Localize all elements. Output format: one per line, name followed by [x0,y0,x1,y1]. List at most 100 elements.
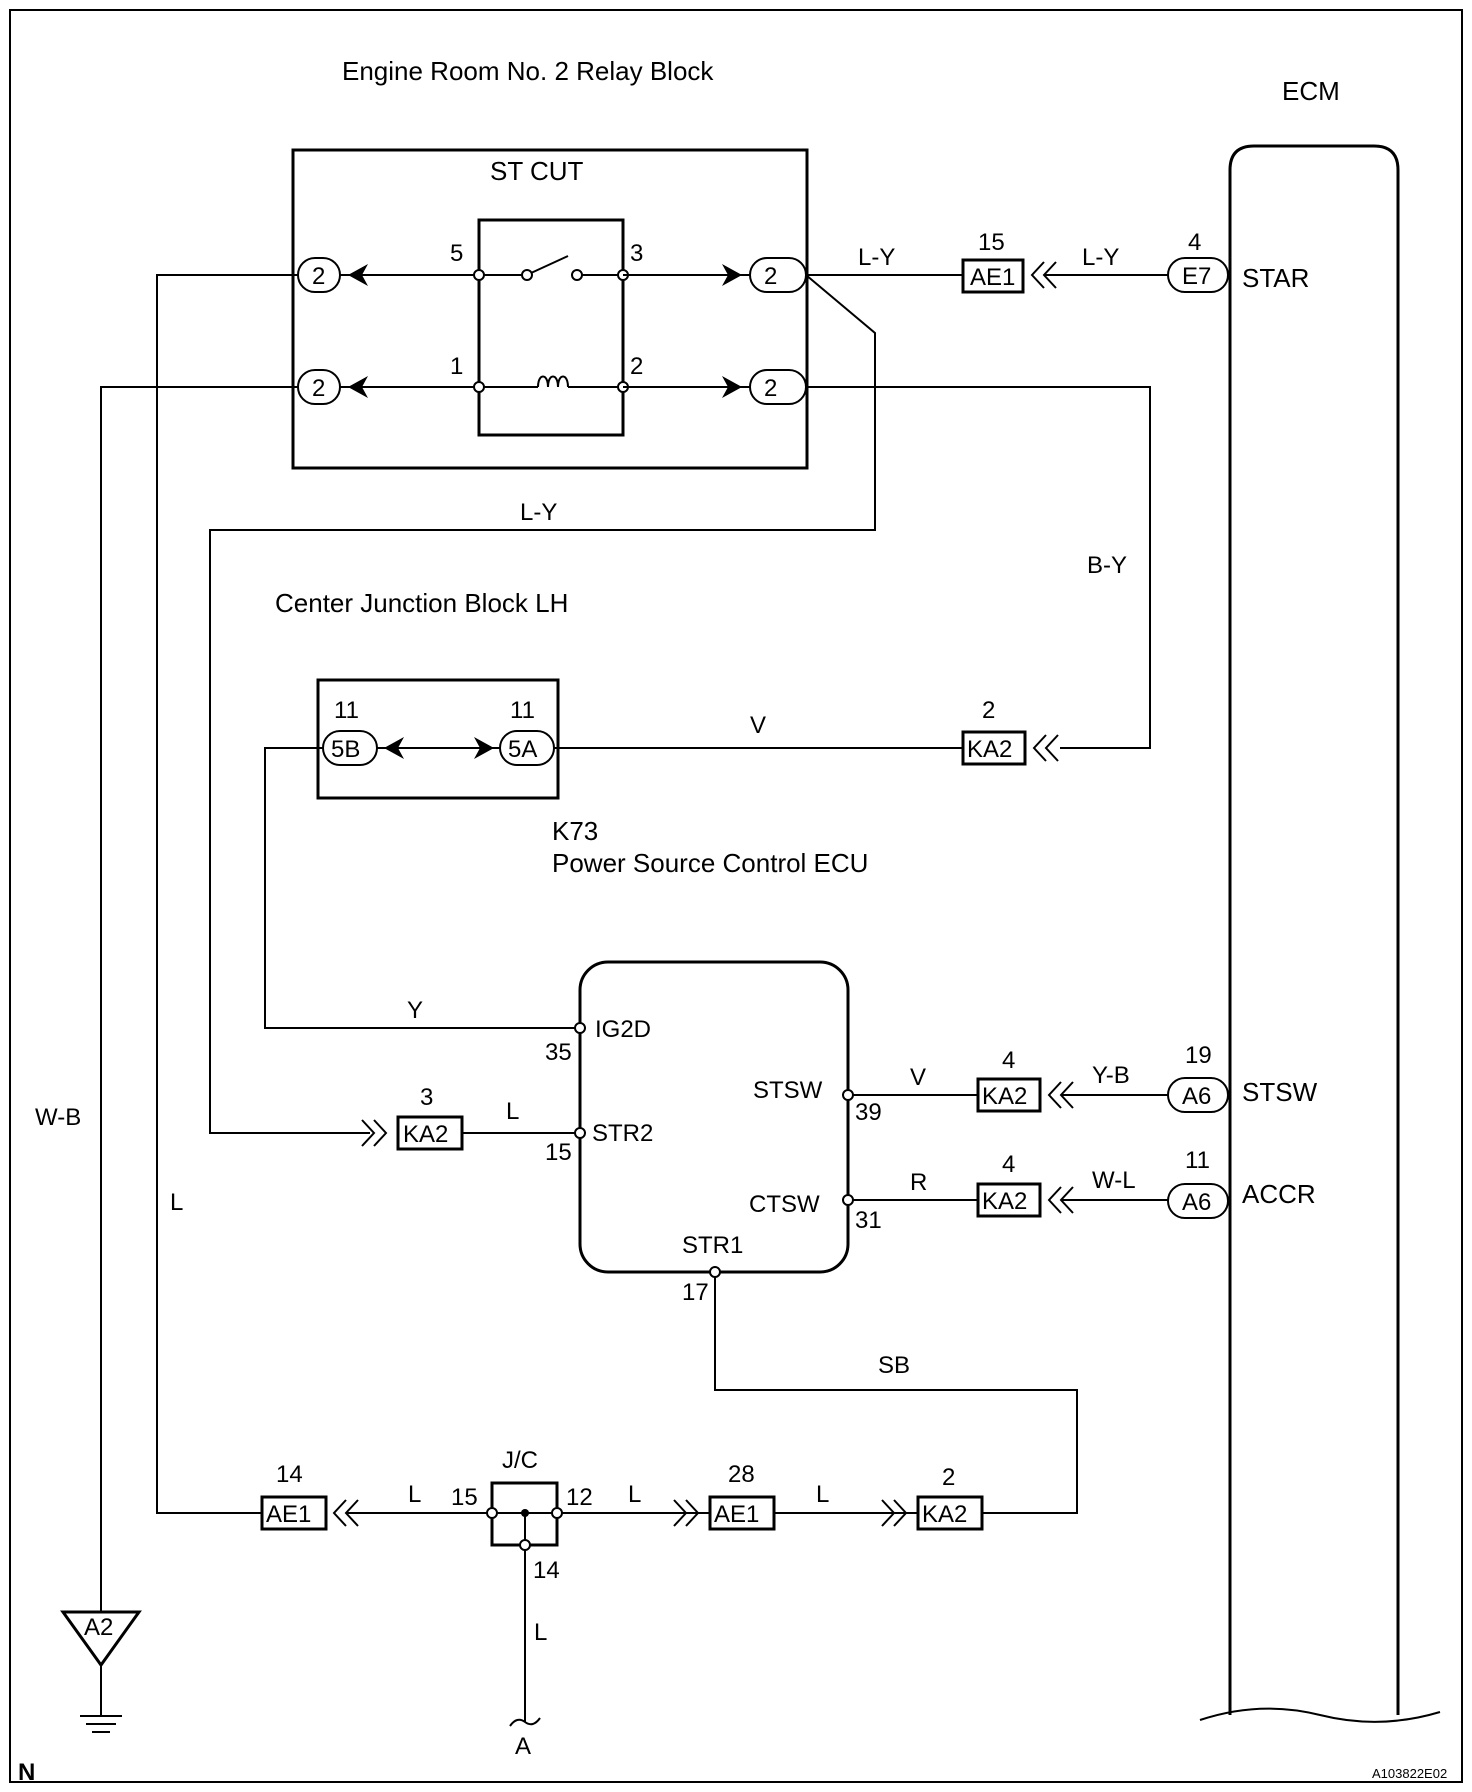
connector-ae1-mid-num: 28 [728,1461,755,1488]
break-tilde-icon [509,1717,541,1727]
open-chevron-ka2-str2-icon [361,1119,388,1147]
jc-node-left [486,1507,498,1519]
wire-v-stsw: V [910,1064,926,1091]
ecm-title: ECM [1282,76,1340,106]
relay-pin5-num: 5 [450,240,463,267]
figure-id: A103822E02 [1372,1766,1447,1781]
ecu-ig2d-num: 35 [545,1039,572,1066]
wire-ly-mid: L-Y [520,499,557,526]
ecu-ctsw-num: 31 [855,1207,882,1234]
wire-wl-ctsw: W-L [1092,1167,1136,1194]
connector-ka2-v-code: KA2 [967,736,1012,763]
connector-ka2-str2 [396,1115,464,1151]
wire-y [264,747,580,1029]
relay-inner-box [477,218,625,437]
ecu-pin-stsw [842,1089,854,1101]
relay-connector-bottom-right [749,369,807,405]
wire-y-label: Y [407,997,423,1024]
ecu-str1-num: 17 [682,1279,709,1306]
ecu-ctsw-label: CTSW [749,1191,820,1218]
wire-by [806,386,1151,749]
chevron-left-top-icon [348,264,368,286]
junction-chevron-left-icon [384,737,404,759]
wire-wb-label: W-B [35,1104,81,1131]
diagram-frame [9,9,1463,1783]
ecu-pin-ig2d [574,1022,586,1034]
ecu-str1-label: STR1 [682,1232,743,1259]
relay-block-title: Engine Room No. 2 Relay Block [342,56,714,86]
wire-sb [714,1277,1078,1514]
wire-l-jc-right: L [628,1481,641,1508]
open-chevron-ka2-bottom-icon [881,1499,908,1527]
connector-ka2-stsw-code: KA2 [982,1083,1027,1110]
connector-ae1-mid-code: AE1 [714,1501,759,1528]
connector-ka2-stsw-num: 4 [1002,1047,1015,1074]
junction-left-num: 11 [334,697,359,724]
wire-by-label: B-Y [1087,552,1127,579]
page-mark: N [18,1759,35,1786]
relay-connector-bottom-right-num: 2 [764,375,777,402]
ecm-accr-label: ACCR [1242,1179,1316,1209]
ecm-stsw-label: STSW [1242,1077,1318,1107]
wire-ly-branch [209,274,876,1134]
connector-ae1-top-code: AE1 [970,264,1015,291]
relay-pin1-num: 1 [450,353,463,380]
junction-block-box [316,678,560,800]
jc-junction-dot [521,1509,529,1517]
connector-ka2-ctsw-code: KA2 [982,1188,1027,1215]
junction-right-num: 11 [510,697,535,724]
wire-ly-top-left: L-Y [858,244,895,271]
switch-contact-left [521,269,533,281]
connector-ae1-left-num: 14 [276,1461,303,1488]
relay-block-box [291,148,809,470]
jc-pin-right: 12 [566,1484,593,1511]
open-chevron-ka2-v-icon [1032,734,1059,762]
relay-pin2-num: 2 [630,353,643,380]
jc-node-right [551,1507,563,1519]
ecm-body [1228,144,1400,1715]
wire-l-down: L [534,1619,547,1646]
connector-ka2-bottom [916,1495,984,1531]
relay-pin3-num: 3 [630,240,643,267]
ecu-pin-str2 [574,1127,586,1139]
connector-ka2-str2-code: KA2 [403,1121,448,1148]
ecu-pin-str1 [709,1266,721,1278]
connector-ka2-str2-num: 3 [420,1084,433,1111]
connector-ae1-top [961,258,1025,294]
relay-connector-bottom-left-num: 2 [312,375,325,402]
chevron-left-bottom-icon [348,376,368,398]
connection-a-label: A [515,1733,531,1760]
relay-name: ST CUT [490,156,584,186]
chevron-right-top-icon [722,264,742,286]
jc-pin-bottom: 14 [533,1557,560,1584]
connector-ae1-top-num: 15 [978,229,1005,256]
jc-label: J/C [502,1447,538,1474]
connector-ka2-bottom-code: KA2 [922,1501,967,1528]
ecm-star-code: E7 [1182,263,1211,290]
relay-coil [537,375,569,388]
ecu-str2-num: 15 [545,1139,572,1166]
wire-l-ae1: L [408,1481,421,1508]
relay-pin-5 [473,269,485,281]
ecm-break-line [1199,1707,1441,1723]
open-chevron-ae1-mid-icon [673,1499,700,1527]
ecm-accr-num: 11 [1185,1147,1210,1174]
ecu-body [578,960,850,1274]
wire-wb [100,386,298,1612]
wire-sb-label: SB [878,1352,910,1379]
wire-l-left-label: L [170,1189,183,1216]
wire-v-junction: V [750,712,766,739]
junction-right-code: 5A [508,736,537,763]
connector-ae1-left-code: AE1 [266,1501,311,1528]
relay-connector-top-left-num: 2 [312,263,325,290]
relay-connector-top-right-num: 2 [764,263,777,290]
connector-ka2-ctsw-num: 4 [1002,1151,1015,1178]
ecu-code: K73 [552,816,598,846]
jc-node-bottom [519,1539,531,1551]
switch-blade [530,255,569,274]
relay-connector-top-right [749,257,807,293]
ecu-title: Power Source Control ECU [552,848,868,878]
ecu-stsw-num: 39 [855,1099,882,1126]
wire-yb-stsw: Y-B [1092,1062,1130,1089]
